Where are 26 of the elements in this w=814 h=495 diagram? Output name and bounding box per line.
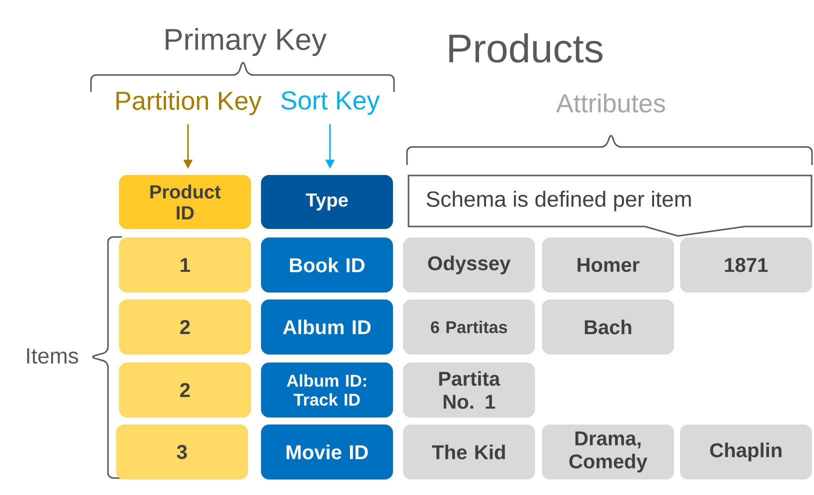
attribute-cell: 6 Partitas	[403, 300, 535, 354]
key-cell: Album ID: Track ID	[261, 362, 393, 418]
attribute-cell: Drama, Comedy	[542, 424, 674, 480]
attribute-cell: Partita No. 1	[403, 362, 535, 418]
key-cell: 2	[119, 300, 251, 354]
attribute-cell: Chaplin	[680, 424, 812, 480]
key-cell: Book ID	[261, 238, 393, 292]
key-label: Sort Key	[281, 91, 380, 115]
attribute-cell: 1871	[680, 238, 812, 292]
header-cell: Type	[261, 175, 393, 229]
key-cell: Album ID	[261, 300, 393, 354]
attribute-cell: Odyssey	[403, 238, 535, 292]
title: Products	[449, 33, 602, 63]
callout-box: Schema is defined per item	[408, 174, 812, 237]
header-cell: Product ID	[119, 175, 251, 229]
attribute-cell: Homer	[542, 238, 674, 292]
key-label: Partition Key	[116, 90, 262, 116]
label: Primary Key	[166, 28, 327, 56]
key-cell: Movie ID	[261, 424, 393, 480]
key-cell: 1	[119, 238, 251, 292]
attribute-cell: The Kid	[403, 424, 535, 480]
key-cell: 3	[116, 424, 248, 480]
label: Items	[27, 348, 78, 364]
attribute-cell: Bach	[542, 300, 674, 354]
key-cell: 2	[119, 362, 251, 418]
label: Attributes	[556, 93, 665, 113]
